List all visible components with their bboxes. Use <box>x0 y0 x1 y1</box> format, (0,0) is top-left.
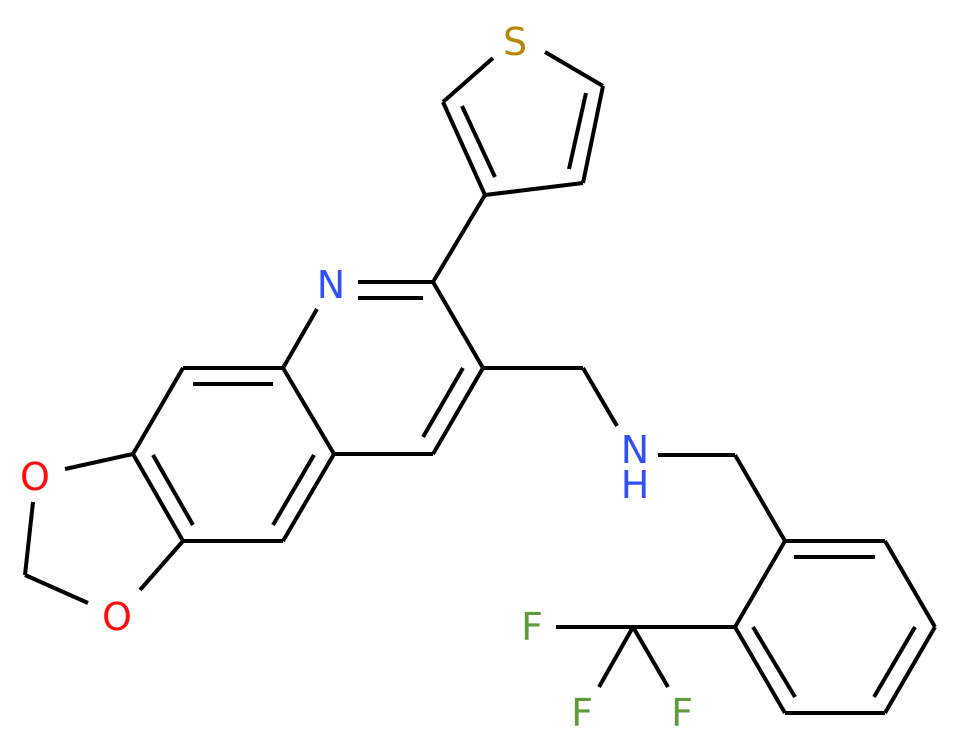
bond-line <box>883 625 937 715</box>
bond-line <box>24 573 89 605</box>
fluorine-atom-label-1: F <box>521 605 543 649</box>
bond-line <box>581 85 605 184</box>
bond-line <box>281 308 319 369</box>
bond-line <box>581 366 619 428</box>
ring-nitrogen-atom-label: N <box>317 263 345 307</box>
bond-line <box>597 626 635 688</box>
bond-line <box>281 366 336 456</box>
bond-line <box>751 625 797 699</box>
amine-nitrogen-atom-label: N <box>621 428 649 472</box>
bond-line <box>431 366 485 456</box>
bond-line <box>138 539 185 592</box>
bond-line <box>631 625 670 689</box>
bond-line <box>543 50 605 88</box>
bond-line <box>151 454 195 526</box>
bond-line <box>733 453 787 543</box>
amine-hydrogen-atom-label: H <box>621 463 650 507</box>
bond-line <box>441 56 495 104</box>
bond-line <box>733 539 787 629</box>
fluorine-atom-label-3: F <box>671 691 693 735</box>
bond-line <box>484 181 584 197</box>
bond-line <box>567 92 588 170</box>
bond-lines <box>23 50 937 715</box>
oxygen-atom-label-1: O <box>20 455 50 499</box>
bond-line <box>431 280 485 370</box>
bond-line <box>131 453 185 542</box>
bond-line <box>421 366 465 439</box>
bond-line <box>883 539 937 629</box>
sulfur-atom-label: S <box>503 20 527 64</box>
bond-line <box>64 452 134 471</box>
bond-line <box>271 453 316 527</box>
bond-line <box>872 625 917 699</box>
bond-line <box>460 105 497 178</box>
bond-line <box>733 625 787 715</box>
bond-line <box>131 366 185 456</box>
bond-line <box>23 501 35 576</box>
oxygen-atom-label-2: O <box>102 595 132 639</box>
bond-line <box>281 452 336 543</box>
bond-line <box>441 101 487 196</box>
bond-line <box>431 193 487 284</box>
fluorine-atom-label-2: F <box>571 691 593 735</box>
